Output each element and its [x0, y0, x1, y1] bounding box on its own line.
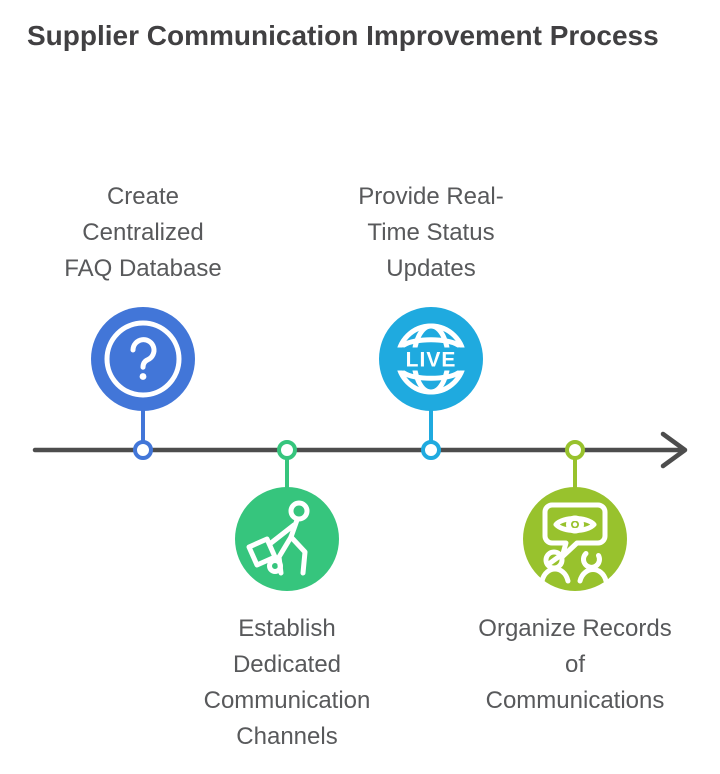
step-icon-bubble: [91, 307, 195, 411]
step-icon-bubble: [235, 487, 339, 591]
step-icon-bubble: [523, 487, 627, 591]
live-globe-icon: LIVE: [394, 323, 468, 395]
svg-text:LIVE: LIVE: [406, 349, 457, 372]
step-label: Provide Real-Time Status Updates: [358, 183, 504, 282]
question-mark-icon: [104, 320, 182, 398]
arrowhead-icon: [660, 431, 688, 469]
eye-speech-bubble-people-icon: [539, 502, 609, 584]
connector-stem: [429, 402, 433, 446]
step-label: Organize Records of Communications: [478, 615, 672, 714]
timeline-dot: [565, 440, 585, 460]
timeline-dot: [277, 440, 297, 460]
worker-pushing-cart-icon: [246, 500, 310, 576]
timeline-dot: [133, 440, 153, 460]
step-label: Establish Dedicated Communication Channe…: [203, 615, 371, 750]
timeline-arrow: [32, 431, 688, 469]
step-label: Create Centralized FAQ Database: [64, 183, 222, 282]
connector-stem: [285, 454, 289, 492]
connector-stem: [141, 402, 145, 446]
connector-stem: [573, 454, 577, 492]
page-title: Supplier Communication Improvement Proce…: [27, 20, 659, 51]
timeline-dot: [421, 440, 441, 460]
step-icon-bubble: LIVE: [379, 307, 483, 411]
